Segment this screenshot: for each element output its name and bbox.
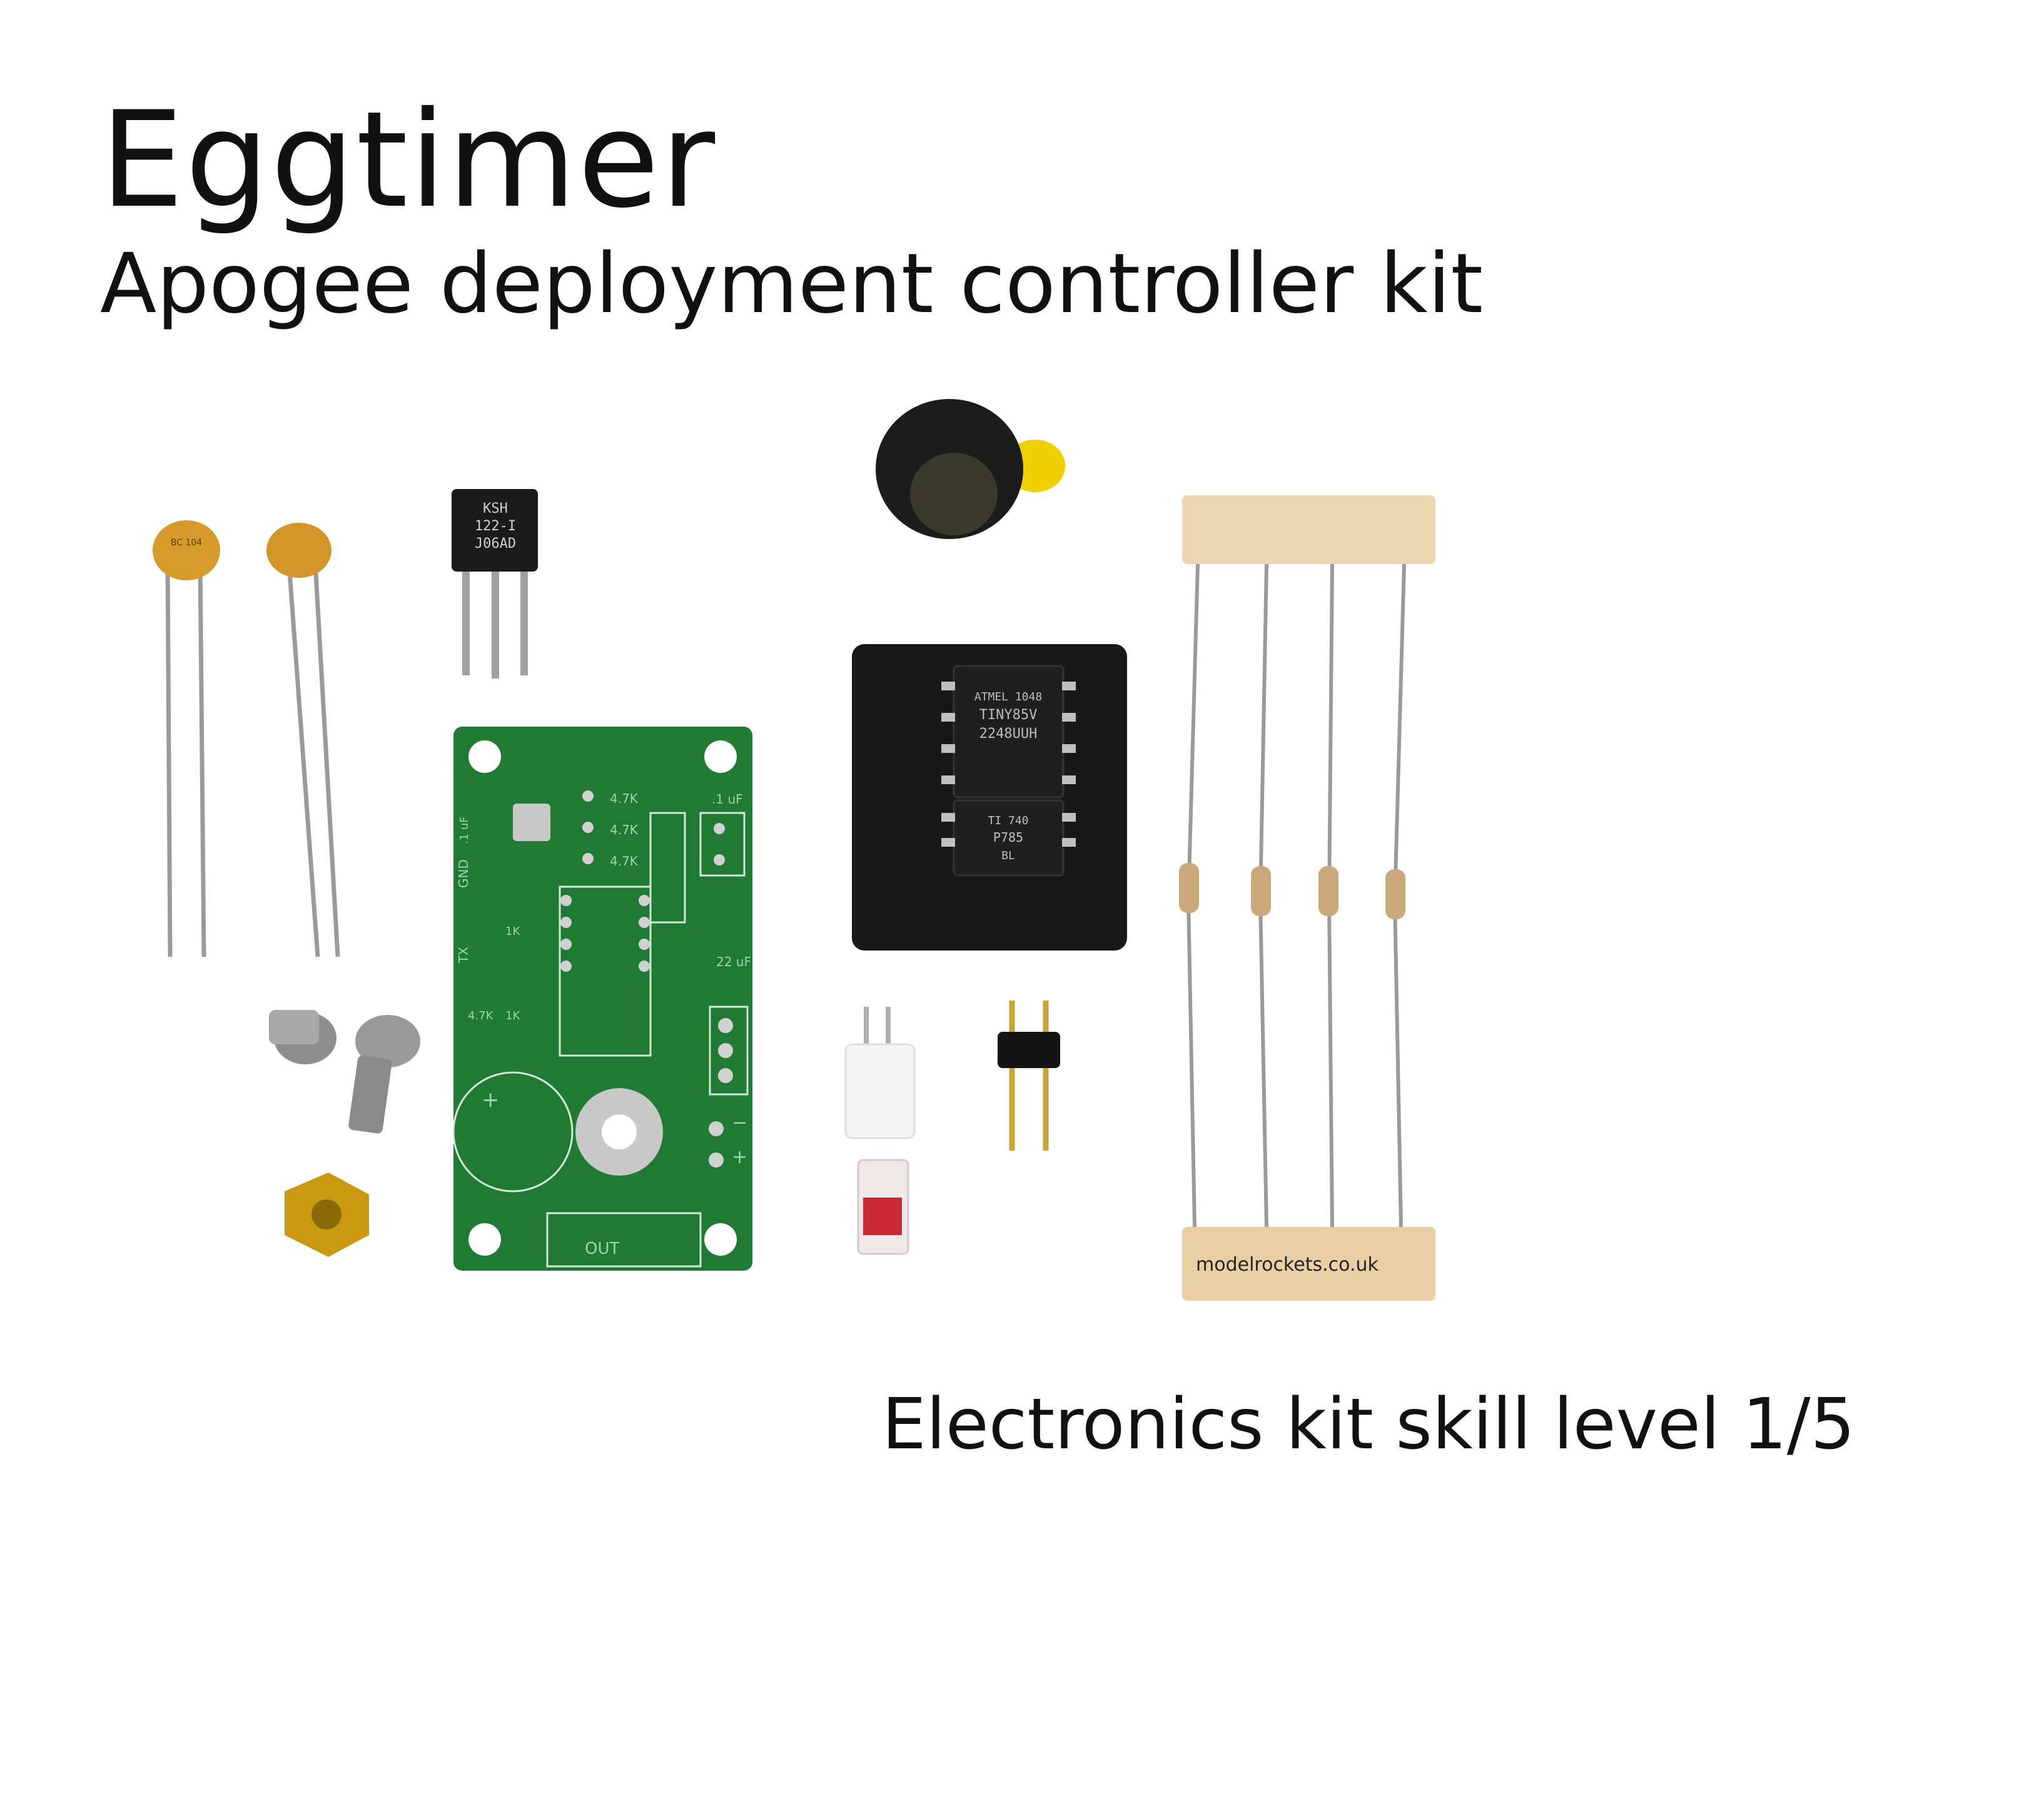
pcb-label-cap-side: .1 uF — [458, 816, 471, 844]
watermark: modelrockets.co.uk — [1196, 1254, 1379, 1276]
pcb-label-minus: − — [732, 1112, 747, 1134]
pin-header — [998, 1001, 1060, 1151]
ceramic-capacitor-2 — [266, 523, 340, 957]
voltage-regulator: KSH 122-I J06AD — [452, 489, 538, 679]
skill-level: Electronics kit skill level 1/5 — [882, 1384, 1855, 1465]
resistor-strip-four — [1179, 495, 1435, 1301]
pcb-label-r2: 4.7K — [610, 822, 639, 837]
pcb-label-r1: 4.7K — [610, 791, 639, 806]
regulator-line-2: 122-I — [475, 518, 516, 534]
page-title: Eggtimer — [100, 83, 717, 237]
regulator-line-1: KSH — [483, 501, 508, 517]
ceramic-capacitor-1: BC 104 — [153, 520, 220, 957]
chip-lower-line-3: BL — [1001, 849, 1015, 862]
pcb-label-r4: 1K — [505, 925, 520, 938]
circuit-board: 4.7K 4.7K 4.7K .1 uF 22 uF GND .1 uF TX … — [452, 727, 752, 1271]
pcb-label-r6: 1K — [505, 1009, 520, 1022]
jumper-shunt — [857, 1159, 909, 1255]
pcb-label-r5: 4.7K — [468, 1009, 494, 1022]
pressure-sensor-chip: TI 740 P785 BL — [953, 799, 1065, 877]
piezo-buzzer — [876, 399, 1065, 539]
page-subtitle: Apogee deployment controller kit — [100, 236, 1484, 332]
capacitor-1-label: BC 104 — [171, 538, 202, 548]
chip-lower-line-1: TI 740 — [988, 814, 1028, 827]
chip-upper-line-2: TINY85V — [979, 707, 1038, 723]
chip-lower-line-2: P785 — [993, 830, 1023, 845]
microcontroller-chip: ATMEL 1048 TINY85V 2248UUH — [953, 665, 1065, 799]
pcb-label-tx: TX — [456, 947, 471, 964]
pcb-label-cap-top: .1 uF — [712, 792, 743, 807]
pcb-label-gnd: GND — [456, 859, 471, 888]
pcb-label-plus-2: + — [732, 1146, 747, 1168]
brass-nut — [285, 1173, 369, 1257]
chip-upper-line-3: 2248UUH — [979, 726, 1038, 742]
chip-upper-line-1: ATMEL 1048 — [974, 690, 1042, 704]
machine-screws — [269, 1010, 420, 1134]
jst-connector — [844, 1007, 916, 1139]
pcb-label-plus: + — [482, 1087, 500, 1112]
pcb-label-out: OUT — [585, 1239, 619, 1258]
pcb-label-r3: 4.7K — [610, 854, 639, 869]
foam-pad-with-chips: ATMEL 1048 TINY85V 2248UUH TI 740 P785 B… — [852, 644, 1127, 951]
regulator-line-3: J06AD — [475, 536, 516, 552]
pcb-label-cap-bottom: 22 uF — [716, 954, 751, 969]
